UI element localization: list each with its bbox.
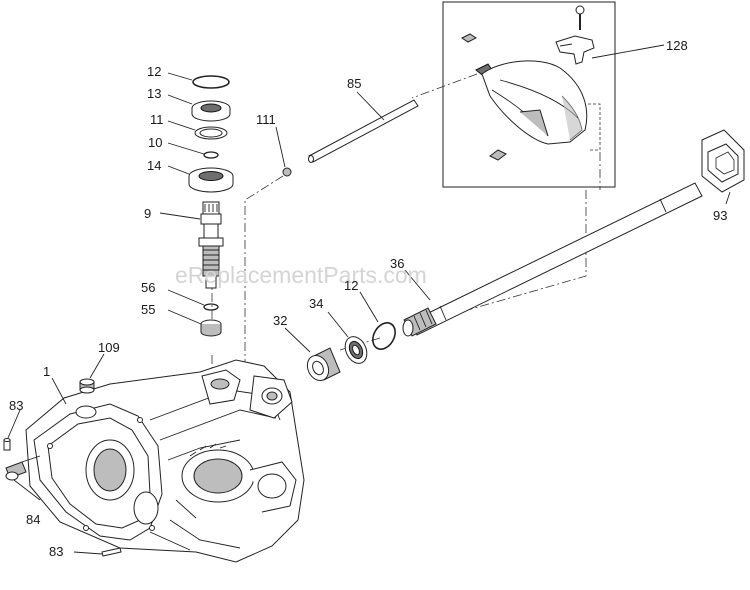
callout-83-left: 83 (9, 398, 23, 413)
callout-111: 111 (256, 112, 276, 127)
callout-32: 32 (273, 313, 287, 328)
callout-11: 11 (150, 112, 164, 127)
callout-13: 13 (147, 86, 161, 101)
watermark-text: eReplacementParts.com (175, 262, 427, 288)
shaft-36 (402, 182, 703, 337)
leader-lines (7, 44, 731, 555)
inset-box-128 (442, 1, 616, 188)
callout-labels: 12 13 11 10 14 9 56 55 111 85 128 93 36 … (9, 38, 727, 559)
vertical-stack (188, 75, 234, 337)
rod-85 (308, 99, 419, 163)
callout-34: 34 (309, 296, 323, 311)
bearing-32 (306, 347, 341, 382)
callout-93: 93 (713, 208, 727, 223)
shift-fork-assembly (461, 5, 601, 161)
bracket-93 (701, 129, 745, 193)
callout-83-bottom: 83 (49, 544, 63, 559)
snap-ring-12b (372, 322, 396, 350)
callout-1: 1 (43, 364, 50, 379)
bearing-34 (344, 336, 368, 364)
fitting-84 (5, 455, 41, 481)
callout-12-lower: 12 (344, 278, 358, 293)
callout-85: 85 (347, 76, 361, 91)
transmission-case (25, 359, 305, 563)
callout-109: 109 (98, 340, 120, 355)
callout-10: 10 (148, 135, 162, 150)
plug-109 (79, 378, 95, 394)
callout-14: 14 (147, 158, 161, 173)
pin-83a (3, 438, 11, 451)
callout-128: 128 (666, 38, 688, 53)
pin-83b (101, 547, 122, 557)
callout-12-top: 12 (147, 64, 161, 79)
callout-36: 36 (390, 256, 404, 271)
callout-56: 56 (141, 280, 155, 295)
callout-9: 9 (144, 206, 151, 221)
callout-55: 55 (141, 302, 155, 317)
callout-84: 84 (26, 512, 40, 527)
ball-111 (282, 167, 292, 177)
